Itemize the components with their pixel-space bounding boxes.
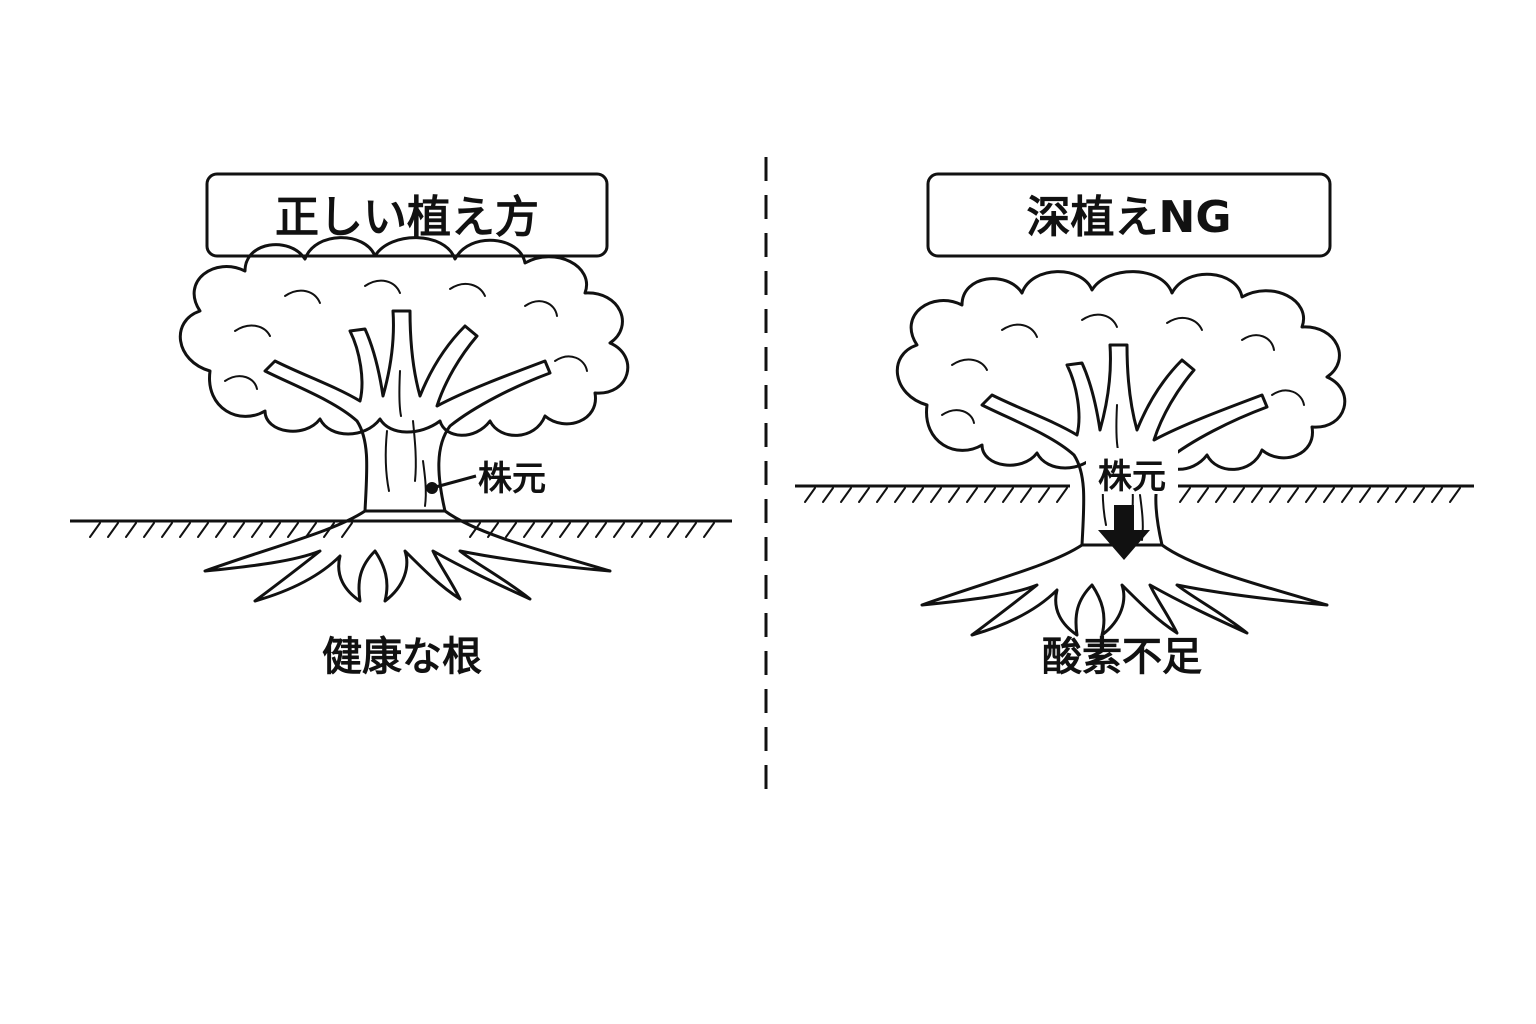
title-right: 深植えNG (1027, 192, 1232, 243)
hatch-mark (876, 487, 888, 503)
pointer-line-left (431, 474, 477, 490)
hatch-mark (703, 522, 715, 538)
hatch-mark (1377, 487, 1389, 503)
hatch-mark (595, 522, 607, 538)
hatch-mark (1287, 487, 1299, 503)
hatch-mark (161, 522, 173, 538)
panel-correct-planting: 正しい植え方 株元 健康な根 (70, 172, 732, 680)
hatch-mark (1341, 487, 1353, 503)
caption-right: 酸素不足 (1042, 634, 1202, 680)
hatch-mark (840, 487, 852, 503)
hatch-mark (1056, 487, 1068, 503)
title-box-left (205, 172, 609, 258)
hatch-mark (894, 487, 906, 503)
hatch-mark (1431, 487, 1443, 503)
trunk-base-label-right: 株元 (1098, 457, 1166, 497)
hatch-mark (858, 487, 870, 503)
caption-left: 健康な根 (322, 634, 482, 680)
hatch-mark (1449, 487, 1461, 503)
hatch-mark (1002, 487, 1014, 503)
ground-hatching-left (89, 522, 715, 538)
hatch-mark (1038, 487, 1050, 503)
hatch-mark (1413, 487, 1425, 503)
hatch-mark (577, 522, 589, 538)
hatch-mark (469, 522, 481, 538)
hatch-mark (559, 522, 571, 538)
hatch-mark (649, 522, 661, 538)
hatch-mark (523, 522, 535, 538)
hatch-mark (1179, 487, 1191, 503)
hatch-mark (822, 487, 834, 503)
hatch-mark (613, 522, 625, 538)
hatch-mark (341, 522, 353, 538)
hatch-mark (143, 522, 155, 538)
hatch-mark (251, 522, 263, 538)
hatch-mark (1269, 487, 1281, 503)
hatch-mark (541, 522, 553, 538)
hatch-mark (1395, 487, 1407, 503)
hatch-mark (804, 487, 816, 503)
hatch-mark (912, 487, 924, 503)
hatch-mark (1197, 487, 1209, 503)
hatch-mark (269, 522, 281, 538)
hatch-mark (1323, 487, 1335, 503)
hatch-mark (197, 522, 209, 538)
hatch-mark (89, 522, 101, 538)
ground-hatching-right (804, 487, 1461, 503)
hatch-mark (287, 522, 299, 538)
hatch-mark (1215, 487, 1227, 503)
hatch-mark (948, 487, 960, 503)
tree-left (178, 236, 630, 603)
hatch-mark (631, 522, 643, 538)
hatch-mark (125, 522, 137, 538)
hatch-mark (305, 522, 317, 538)
hatch-mark (1020, 487, 1032, 503)
trunk-base-label-left: 株元 (478, 459, 546, 499)
hatch-mark (1233, 487, 1245, 503)
hatch-mark (505, 522, 517, 538)
panel-deep-planting-ng: 深植えNG 株元 酸素不足 (795, 172, 1474, 680)
hatch-mark (1251, 487, 1263, 503)
title-left: 正しい植え方 (275, 192, 539, 243)
hatch-mark (1305, 487, 1317, 503)
hatch-mark (930, 487, 942, 503)
title-box-right (926, 172, 1332, 258)
hatch-mark (685, 522, 697, 538)
hatch-mark (179, 522, 191, 538)
hatch-mark (233, 522, 245, 538)
hatch-mark (667, 522, 679, 538)
hatch-mark (107, 522, 119, 538)
hatch-mark (215, 522, 227, 538)
hatch-mark (1359, 487, 1371, 503)
arrow-down-icon (1098, 505, 1150, 560)
hatch-mark (966, 487, 978, 503)
hatch-mark (984, 487, 996, 503)
trunk-label-backdrop (1086, 448, 1178, 494)
